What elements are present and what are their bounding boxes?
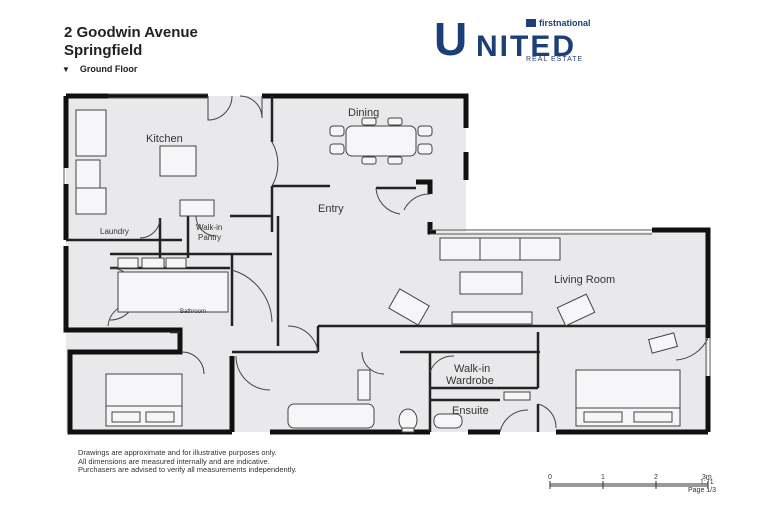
logo-subtitle: REAL ESTATE	[526, 56, 584, 63]
room-kitchen: Kitchen	[146, 133, 183, 145]
logo-wordmark: NITED	[476, 30, 576, 63]
disclaimer: Drawings are approximate and for illustr…	[78, 448, 297, 475]
triangle-down-icon: ▼	[62, 65, 70, 74]
agency-logo: U firstnational NITED REAL ESTATE	[434, 13, 724, 66]
exterior-walls	[63, 93, 711, 435]
room-living: Living Room	[554, 274, 615, 286]
disclaimer-line: All dimensions are measured internally a…	[78, 456, 270, 466]
kitchen-fixtures	[75, 109, 215, 217]
bedroom1-furniture	[105, 373, 183, 427]
logo-network: firstnational	[526, 18, 591, 28]
floor-label: Ground Floor	[79, 64, 138, 74]
dining-table	[329, 117, 433, 165]
logo-letter-u: U	[434, 13, 468, 65]
room-bathroom: Bathroom	[180, 309, 206, 315]
windows	[63, 93, 711, 376]
property-address-line1: 2 Goodwin Avenue	[64, 24, 198, 41]
disclaimer-line: Drawings are approximate and for illustr…	[78, 448, 277, 457]
laundry-fixtures	[117, 257, 229, 313]
property-address-line2: Springfield	[64, 42, 143, 59]
scale-tick-label: 1	[601, 474, 605, 481]
floor-selector[interactable]: ▼ Ground Floor	[62, 64, 137, 74]
scale-tick-label: 0	[548, 474, 552, 481]
room-dining: Dining	[348, 107, 379, 119]
bathroom-fixtures	[287, 369, 418, 433]
room-wardrobe-line1: Walk-in	[454, 363, 490, 375]
living-furniture	[388, 237, 678, 354]
room-pantry-line1: Walk-in	[196, 223, 222, 232]
doors	[107, 95, 709, 433]
room-ensuite: Ensuite	[452, 405, 489, 417]
scale-tick-label: 2	[654, 474, 658, 481]
scale-tick-label: 3m	[702, 474, 712, 481]
disclaimer-line: Purchasers are advised to verify all mea…	[78, 465, 297, 474]
scale-bar-graphic	[549, 481, 709, 489]
room-laundry: Laundry	[100, 227, 129, 236]
room-pantry-line2: Pantry	[198, 233, 221, 242]
scale-bar: 0 1 2 3m	[546, 474, 726, 504]
scale-ratio: 1:71	[700, 479, 714, 486]
firstnational-icon	[526, 19, 536, 27]
room-wardrobe-line2: Wardrobe	[446, 375, 494, 387]
master-fixtures	[433, 369, 681, 429]
page-number: Page 1/3	[688, 487, 717, 494]
room-entry: Entry	[318, 203, 344, 215]
